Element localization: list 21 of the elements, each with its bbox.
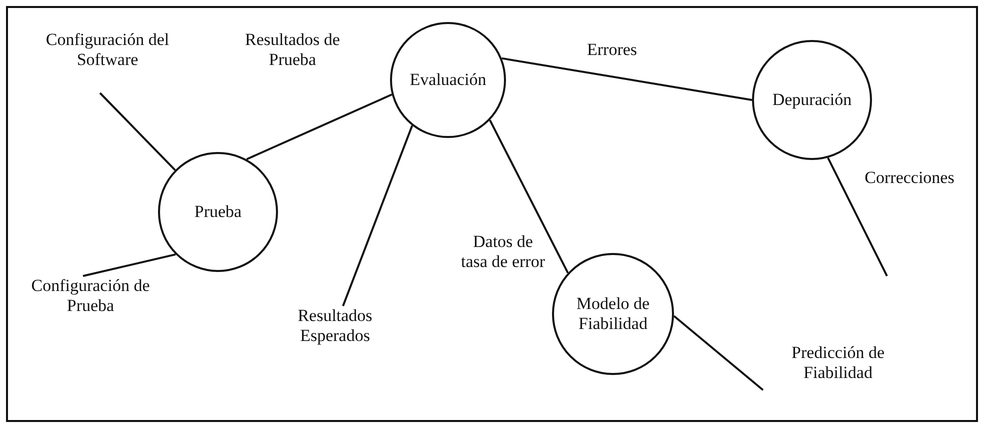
connector-line xyxy=(99,92,176,171)
process-name: Prueba xyxy=(194,202,242,222)
process-circle xyxy=(752,40,872,160)
process-circle xyxy=(158,152,278,272)
connector-line xyxy=(82,253,176,277)
process-circle xyxy=(552,253,674,375)
connector-line xyxy=(342,125,414,306)
data-label: Resultados Esperados xyxy=(285,306,385,347)
connector-line xyxy=(502,57,752,101)
connector-line xyxy=(246,94,392,160)
connector-line xyxy=(673,315,764,391)
connector-line xyxy=(827,157,888,276)
data-label: Datos de tasa de error xyxy=(458,232,548,273)
process-name: Evaluación xyxy=(410,70,486,90)
data-label: Configuración del Software xyxy=(25,30,190,71)
data-label: Predicción de Fiabilidad xyxy=(763,343,913,384)
data-label: Configuración de Prueba xyxy=(8,276,173,317)
process-name: Depuración xyxy=(772,90,852,110)
process-name: Modelo de Fiabilidad xyxy=(575,294,651,334)
connector-line xyxy=(489,120,569,274)
process-circle xyxy=(390,22,506,138)
